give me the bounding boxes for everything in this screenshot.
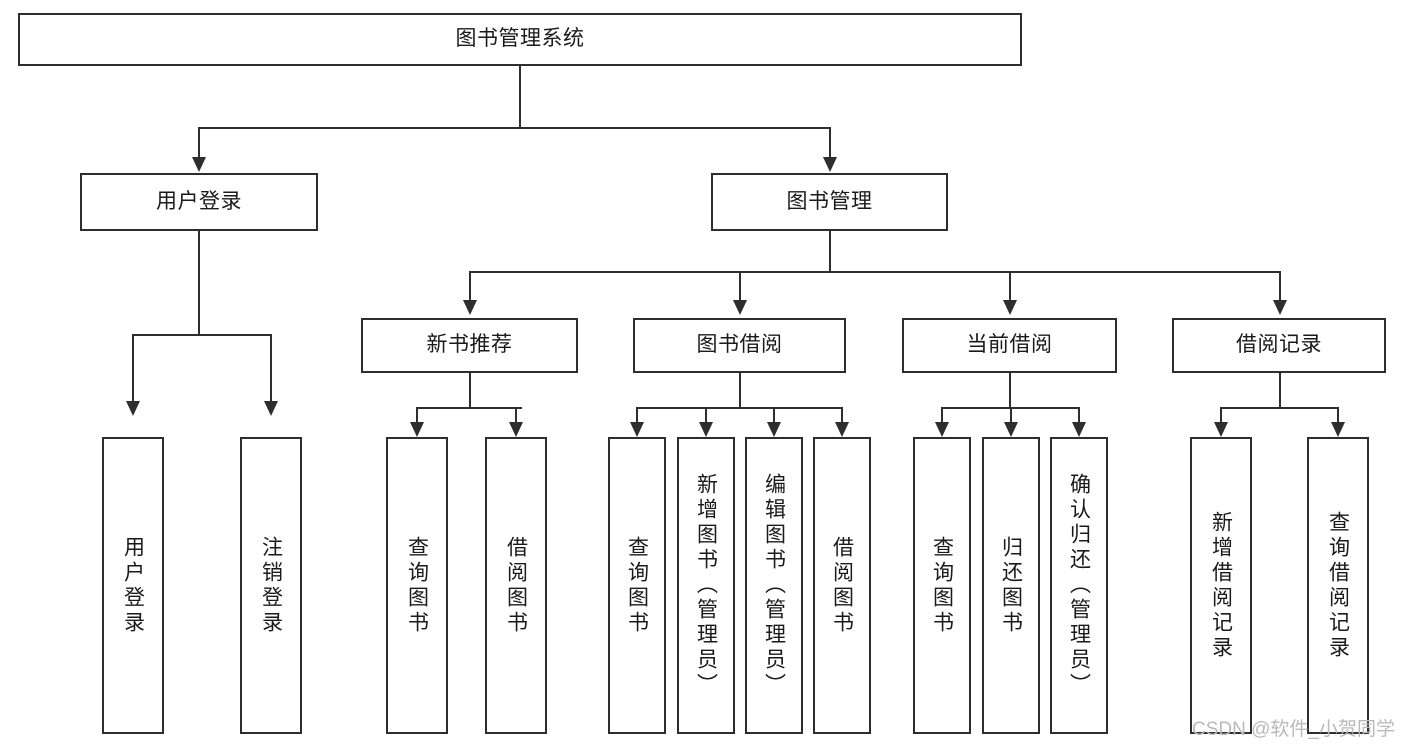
node-label: 查询图书 — [405, 535, 429, 636]
edge-bb-drop-3 — [773, 407, 775, 423]
edge-nbr-stem — [469, 373, 471, 408]
node-root-system[interactable]: 图书管理系统 — [18, 13, 1022, 66]
arrow-leaf-confirm-return — [1072, 422, 1086, 437]
edge-br-bus — [1220, 407, 1338, 409]
node-label: 查询借阅记录 — [1326, 510, 1350, 661]
edge-book-manage-bus — [469, 271, 1280, 273]
arrow-leaf-query-book-1 — [410, 422, 424, 437]
leaf-query-record[interactable]: 查询借阅记录 — [1307, 437, 1369, 734]
edge-br-stem — [1279, 373, 1281, 408]
edge-book-manage-stem — [829, 231, 831, 272]
node-label: 注销登录 — [259, 535, 283, 636]
edge-cb-drop-3 — [1078, 407, 1080, 423]
node-label: 用户登录 — [121, 535, 145, 636]
edge-user-login-drop-2 — [270, 334, 272, 402]
arrow-leaf-borrow-book-2 — [835, 422, 849, 437]
node-label: 图书管理系统 — [455, 27, 585, 51]
leaf-query-book-2[interactable]: 查询图书 — [608, 437, 666, 734]
node-label: 图书借阅 — [696, 333, 783, 357]
edge-br-drop-2 — [1337, 407, 1339, 423]
leaf-borrow-book-1[interactable]: 借阅图书 — [485, 437, 547, 734]
edge-cb-drop-2 — [1010, 407, 1012, 423]
node-label: 新增图书（管理员） — [694, 473, 718, 698]
edge-br-drop-1 — [1220, 407, 1222, 423]
node-user-login[interactable]: 用户登录 — [80, 173, 318, 231]
edge-root-bus — [198, 127, 830, 129]
edge-bm-drop-2 — [739, 271, 741, 301]
node-label: 确认归还（管理员） — [1067, 473, 1091, 698]
node-label: 编辑图书（管理员） — [762, 473, 786, 698]
arrow-to-new-book-rec — [463, 300, 477, 315]
leaf-return-book[interactable]: 归还图书 — [982, 437, 1040, 734]
arrow-to-borrow-record — [1273, 300, 1287, 315]
edge-bm-drop-4 — [1279, 271, 1281, 301]
edge-bm-drop-3 — [1009, 271, 1011, 301]
leaf-borrow-book-2[interactable]: 借阅图书 — [813, 437, 871, 734]
leaf-user-login[interactable]: 用户登录 — [102, 437, 164, 734]
arrow-leaf-query-book-3 — [935, 422, 949, 437]
leaf-query-book-1[interactable]: 查询图书 — [386, 437, 448, 734]
leaf-add-book[interactable]: 新增图书（管理员） — [677, 437, 735, 734]
edge-nbr-drop-1 — [416, 407, 418, 423]
arrow-to-book-manage — [823, 157, 837, 172]
arrow-leaf-return-book — [1004, 422, 1018, 437]
node-book-borrow[interactable]: 图书借阅 — [633, 318, 846, 373]
edge-user-login-drop-1 — [132, 334, 134, 402]
edge-bb-drop-2 — [705, 407, 707, 423]
edge-user-login-bus — [132, 334, 270, 336]
leaf-query-book-3[interactable]: 查询图书 — [913, 437, 971, 734]
leaf-confirm-return[interactable]: 确认归还（管理员） — [1050, 437, 1108, 734]
edge-bb-stem — [739, 373, 741, 408]
node-label: 新增借阅记录 — [1209, 510, 1233, 661]
node-current-borrow[interactable]: 当前借阅 — [902, 318, 1117, 373]
arrow-leaf-borrow-book-1 — [509, 422, 523, 437]
edge-user-login-stem — [198, 231, 200, 335]
leaf-user-logout[interactable]: 注销登录 — [240, 437, 302, 734]
edge-to-book-manage — [829, 127, 831, 158]
arrow-leaf-edit-book — [767, 422, 781, 437]
node-label: 当前借阅 — [966, 333, 1053, 357]
edge-bb-bus — [636, 407, 843, 409]
arrow-leaf-query-record — [1331, 422, 1345, 437]
node-label: 用户登录 — [156, 189, 242, 213]
node-label: 借阅图书 — [830, 535, 854, 636]
edge-bm-drop-1 — [469, 271, 471, 301]
node-new-book-rec[interactable]: 新书推荐 — [361, 318, 578, 373]
node-label: 借阅记录 — [1236, 333, 1322, 357]
arrow-to-book-borrow — [733, 300, 747, 315]
arrow-leaf-add-record — [1214, 422, 1228, 437]
edge-to-user-login — [198, 127, 200, 158]
watermark-text: CSDN @软件_小贺同学 — [1192, 719, 1395, 740]
edge-bb-drop-4 — [841, 407, 843, 423]
leaf-edit-book[interactable]: 编辑图书（管理员） — [745, 437, 803, 734]
arrow-to-current-borrow — [1003, 300, 1017, 315]
edge-nbr-bus — [416, 407, 522, 409]
edge-nbr-drop-2 — [515, 407, 517, 423]
arrow-leaf-query-book-2 — [630, 422, 644, 437]
edge-root-stem — [519, 66, 521, 128]
node-borrow-record[interactable]: 借阅记录 — [1172, 318, 1386, 373]
node-label: 图书管理 — [786, 189, 873, 213]
node-label: 借阅图书 — [504, 535, 528, 636]
arrow-leaf-user-login — [126, 401, 140, 416]
node-label: 查询图书 — [930, 535, 954, 636]
arrow-leaf-add-book — [699, 422, 713, 437]
edge-cb-stem — [1009, 373, 1011, 408]
edge-cb-drop-1 — [941, 407, 943, 423]
node-book-manage[interactable]: 图书管理 — [711, 173, 948, 231]
node-label: 查询图书 — [625, 535, 649, 636]
arrow-to-user-login — [192, 157, 206, 172]
edge-bb-drop-1 — [636, 407, 638, 423]
arrow-leaf-user-logout — [264, 401, 278, 416]
node-label: 新书推荐 — [426, 333, 513, 357]
leaf-add-record[interactable]: 新增借阅记录 — [1190, 437, 1252, 734]
node-label: 归还图书 — [999, 535, 1023, 636]
